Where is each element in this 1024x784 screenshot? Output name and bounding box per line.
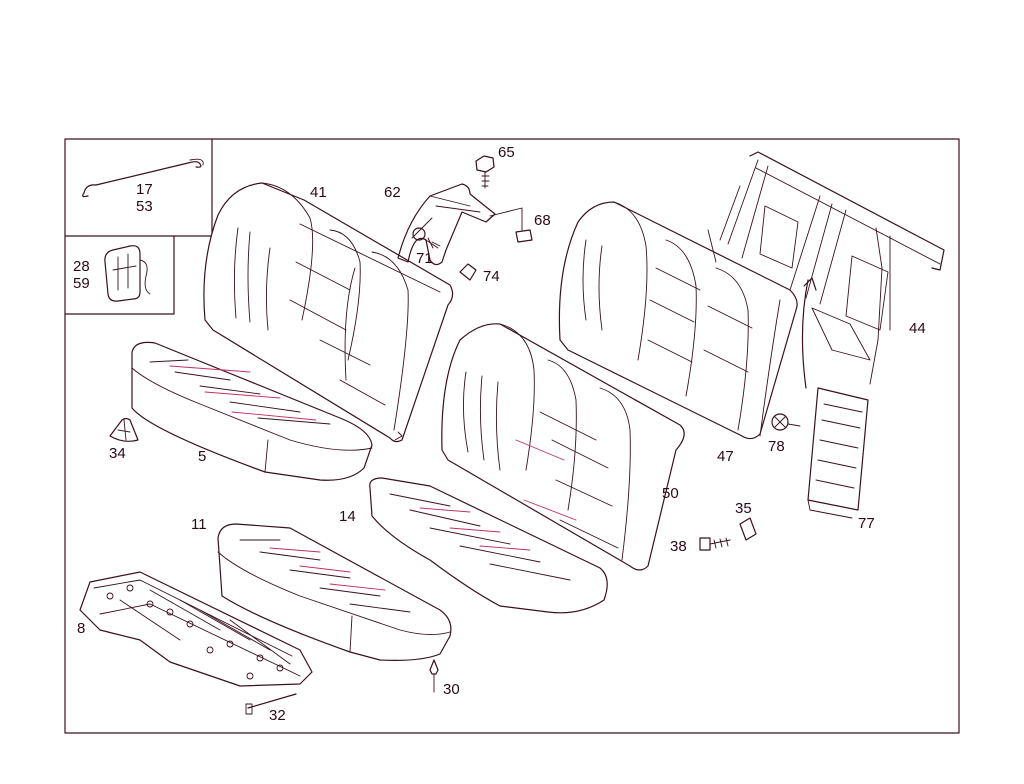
callout-5: 5 [198,448,206,465]
diagram-frame [64,138,960,734]
rod-32 [245,693,297,715]
screw-78 [771,413,801,431]
callout-34: 34 [109,445,126,462]
base-frame-8 [79,571,313,687]
clip-34 [109,417,139,442]
callout-30: 30 [443,681,460,698]
callout-28: 28 [73,258,90,275]
callout-74: 74 [483,268,500,285]
bolt-38 [699,537,731,551]
callout-32: 32 [269,707,286,724]
callout-62: 62 [384,184,401,201]
callout-47: 47 [717,448,734,465]
callout-53: 53 [136,198,153,215]
panel-77 [807,387,869,519]
callout-8: 8 [77,620,85,637]
callout-14: 14 [339,508,356,525]
pin-30 [429,659,439,693]
bolt-71 [412,227,441,249]
inset-box-clip [64,235,175,315]
backrest-middle-50 [441,323,685,571]
callout-41: 41 [310,184,327,201]
seat-frame-44 [707,151,945,389]
backrest-left-41 [203,182,454,443]
backrest-right-47 [558,201,798,440]
seat-cushion-lower-11 [217,523,452,661]
clip-35 [739,517,757,541]
callout-35: 35 [735,500,752,517]
callout-65: 65 [498,144,515,161]
callout-78: 78 [768,438,785,455]
clip-74 [459,263,477,281]
callout-68: 68 [534,212,551,229]
callout-17: 17 [136,181,153,198]
callout-50: 50 [662,485,679,502]
bracket-62 [397,183,496,266]
callout-71: 71 [416,250,433,267]
callout-77: 77 [858,515,875,532]
seat-cushion-14 [369,477,608,614]
leader-68 [489,207,533,243]
seat-cushion-left-5 [131,341,373,481]
callout-44: 44 [909,320,926,337]
callout-59: 59 [73,275,90,292]
callout-11: 11 [191,516,207,533]
callout-38: 38 [670,538,687,555]
bolt-65 [475,155,495,189]
